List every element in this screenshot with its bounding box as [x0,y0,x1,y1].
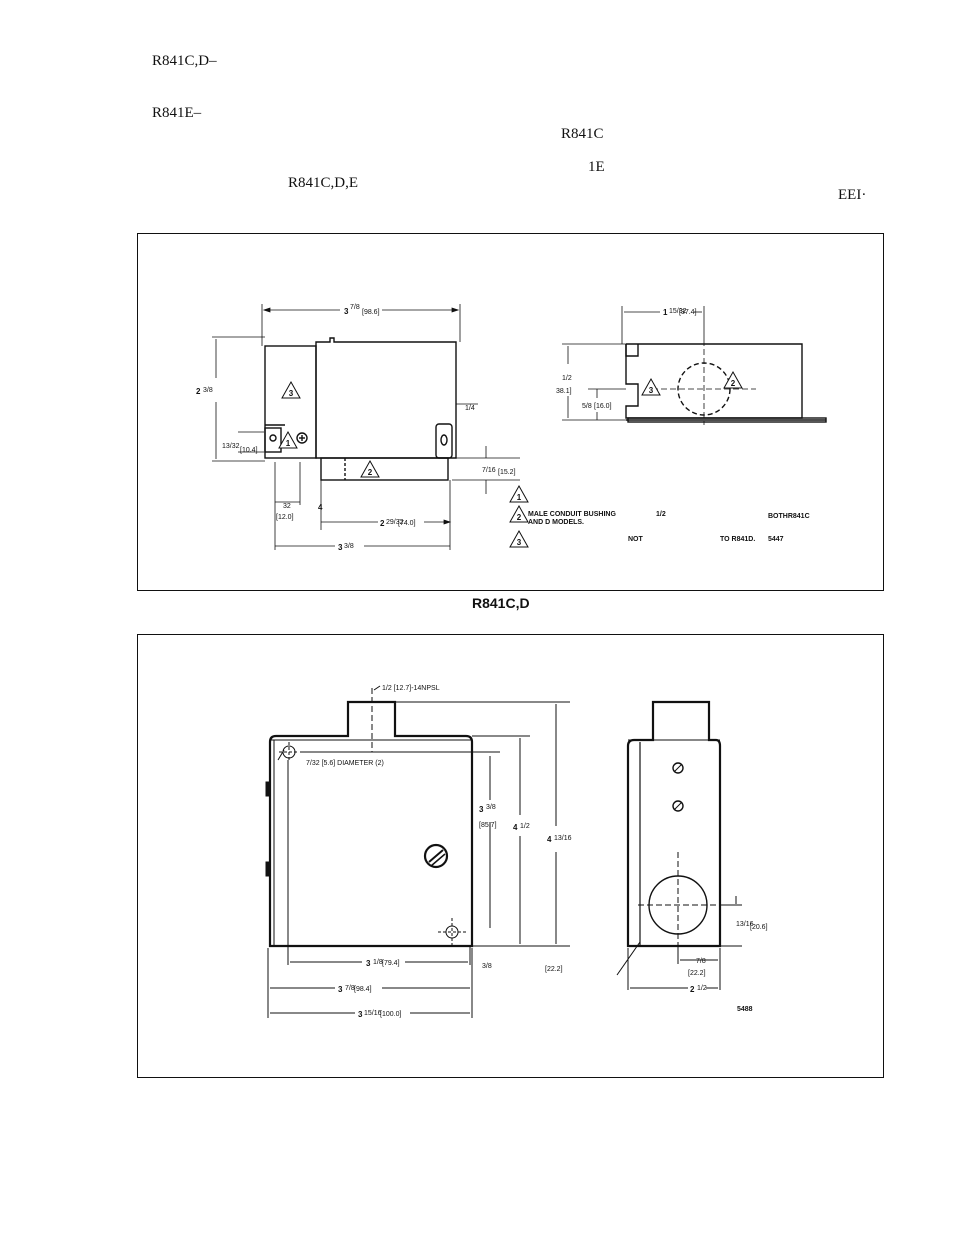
right-slot [435,423,453,459]
marker-3-front-label: 3 [289,389,294,398]
dim-side-small-frac: 5/8 [582,403,592,410]
marker-2-side-label: 2 [731,379,736,388]
dim-side-h-mm: [20.6] [750,924,768,931]
note-marker-1-label: 1 [517,493,522,502]
dim-side-height-mm: 38.1] [556,388,572,395]
header-line-4: 1E [588,159,605,175]
dim-w1: 3 [366,959,371,968]
dim-side-h-frac: 13/16 [736,921,754,928]
dim-mid-bottom-mm: [74.0] [398,520,416,527]
dim-w3: 3 [358,1010,363,1019]
dim-overall-bottom-frac: 3/8 [344,543,354,550]
marker-2-side [723,370,743,389]
dim-h1: 3 [479,805,484,814]
dim-height-left: 2 [196,387,201,396]
dim-mid-bottom-frac: 29/32 [386,519,404,526]
marker-2-front-label: 2 [368,468,373,477]
marker-3-front [281,380,301,399]
dim-h1-frac: 3/8 [486,804,496,811]
header-line-3: R841C [561,126,604,142]
dim-bottom-frac: 7/16 [482,467,496,474]
dim-h2: 4 [513,823,518,832]
header-line-1: R841C,D– [152,53,217,69]
marker-3-side [641,377,661,396]
dim-side-w-mm: [22.2] [688,970,706,977]
dim-w3-mm: [100.0] [380,1011,401,1018]
dim-small: 3/8 [482,963,492,970]
note-2-b: 1/2 [656,511,666,518]
figure-2-tag: 5488 [737,1006,753,1013]
dim-side-width-mm: [37.4] [679,309,697,316]
dim-w1-mm: [79.4] [382,960,400,967]
dim-width-top-frac: 7/8 [350,304,360,311]
dim-side-small-mm: [16.0] [594,403,612,410]
note-2-a: MALE CONDUIT BUSHING [528,511,616,518]
marker-3-side-label: 3 [649,386,654,395]
dim-w1-frac: 1/8 [373,959,383,966]
dim-slot-frac: 13/32 [222,443,240,450]
figure-1-frame [137,233,884,591]
mount-hole-bottom [445,925,459,939]
dim-w2: 3 [338,985,343,994]
front-screw [423,843,449,869]
dim-width-top: 3 [344,307,349,316]
note-marker-3-label: 3 [517,538,522,547]
dim-left-bottom-a-mm: [12.0] [276,514,294,521]
conduit-bushing-outline [320,457,449,481]
note-3-a: NOT [628,536,644,543]
dim-left-bottom-b: 4 [318,503,323,512]
dim-side-w-frac: 7/8 [696,958,706,965]
dim-width-top-mm: [98.6] [362,309,380,316]
note-marker-2-label: 2 [517,513,522,522]
dim-left-bottom-a: 32 [283,503,291,510]
dim-h2-frac: 1/2 [520,823,530,830]
side-view-body [625,343,803,419]
dim-small-mm: [22.2] [545,966,563,973]
marker-2-front [360,459,380,478]
dim-hole: 7/32 [5.6] DIAMETER (2) [306,760,384,767]
note-marker-1 [509,484,529,503]
dim-side-total-frac: 1/2 [697,985,707,992]
dim-h1-mm: [85.7] [479,822,497,829]
header-line-2: R841E– [152,105,202,121]
note-3-b: TO R841D. [720,536,755,543]
dim-mid-bottom: 2 [380,519,385,528]
header-line-6: EEI· [838,187,867,203]
dim-side-width: 1 [663,308,668,317]
dim-side-width-frac: 15/32 [669,308,687,315]
side-screw-top [672,762,684,774]
dim-height-left-frac: 3/8 [203,387,213,394]
dim-side-height-frac: 1/2 [562,375,572,382]
front-box-outline [268,700,474,948]
dim-overall-bottom: 3 [338,543,343,552]
dim-h3: 4 [547,835,552,844]
note-marker-2 [509,504,529,523]
dim-w2-frac: 7/8 [345,985,355,992]
note-marker-3 [509,529,529,548]
dim-bottom-mm: [15.2] [498,469,516,476]
figure-1-tag: 5447 [768,536,784,543]
header-line-5: R841C,D,E [288,175,359,191]
dim-w2-mm: [98.4] [354,986,372,993]
dim-conduit: 1/2 [12.7]-14NPSL [382,685,440,692]
marker-1-front [278,430,298,449]
dim-slot-mm: [10.4] [240,447,258,454]
note-2-d: AND D MODELS. [528,519,584,526]
dim-h3-frac: 13/16 [554,835,572,842]
figure-2-frame [137,634,884,1078]
dim-w3-frac: 15/16 [364,1010,382,1017]
note-2-c: BOTHR841C [768,513,810,520]
figure-1-caption: R841C,D [472,595,530,611]
dim-right-quarter: 1/4 [465,405,475,412]
mount-hole [296,432,308,444]
dim-side-total: 2 [690,985,695,994]
side-screw-bottom [672,800,684,812]
front-view-left-plate [264,345,317,459]
marker-1-front-label: 1 [286,439,291,448]
